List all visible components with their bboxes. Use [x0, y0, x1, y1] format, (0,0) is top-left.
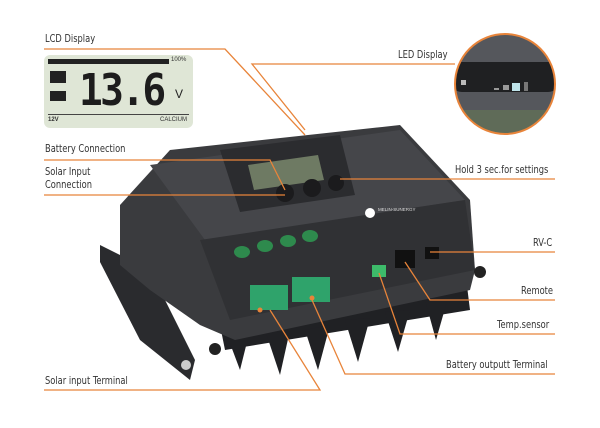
label-led-display: LED Display: [398, 49, 448, 61]
system-voltage: 12V: [48, 117, 59, 123]
brand-logo-text: MELIN-SUNERGY: [378, 207, 416, 212]
button-1[interactable]: [276, 184, 294, 202]
label-solar-input-terminal: Solar input Terminal: [45, 375, 128, 387]
battery-type: CALCIUM: [159, 117, 187, 123]
label-rv-c: RV-C: [533, 237, 553, 249]
label-lcd-display: LCD Display: [45, 33, 96, 45]
voltage-unit: V: [175, 87, 184, 101]
solar-terminal-block: [250, 285, 288, 310]
lcd-window: [248, 155, 324, 190]
button-3[interactable]: [328, 175, 344, 191]
green-indicators: [234, 230, 318, 258]
solar-battery-icon: [50, 71, 66, 101]
led-display-inset: [454, 33, 556, 135]
button-2[interactable]: [303, 179, 321, 197]
label-solar-input-connection-2: Connection: [45, 179, 93, 191]
rvc-port: [425, 247, 439, 259]
voltage-reading: 13.6: [79, 65, 166, 116]
label-battery-connection: Battery Connection: [45, 143, 126, 155]
left-bracket: [100, 245, 195, 380]
temp-sensor-port: [372, 265, 386, 277]
label-remote: Remote: [521, 285, 554, 297]
remote-port: [395, 250, 415, 268]
label-battery-output-terminal: Battery outputt Terminal: [446, 359, 548, 371]
charge-bar: [48, 59, 169, 64]
label-temp-sensor: Temp.sensor: [497, 319, 550, 331]
leader-lines: [44, 48, 555, 391]
label-solar-input-connection-1: Solar Input: [45, 166, 91, 178]
charge-percent: 100%: [171, 57, 187, 63]
label-hold-settings: Hold 3 sec.for settings: [455, 164, 549, 176]
lcd-display-inset: 100% 13.6 V 12V CALCIUM: [44, 55, 193, 128]
brand-logo: [365, 208, 375, 218]
